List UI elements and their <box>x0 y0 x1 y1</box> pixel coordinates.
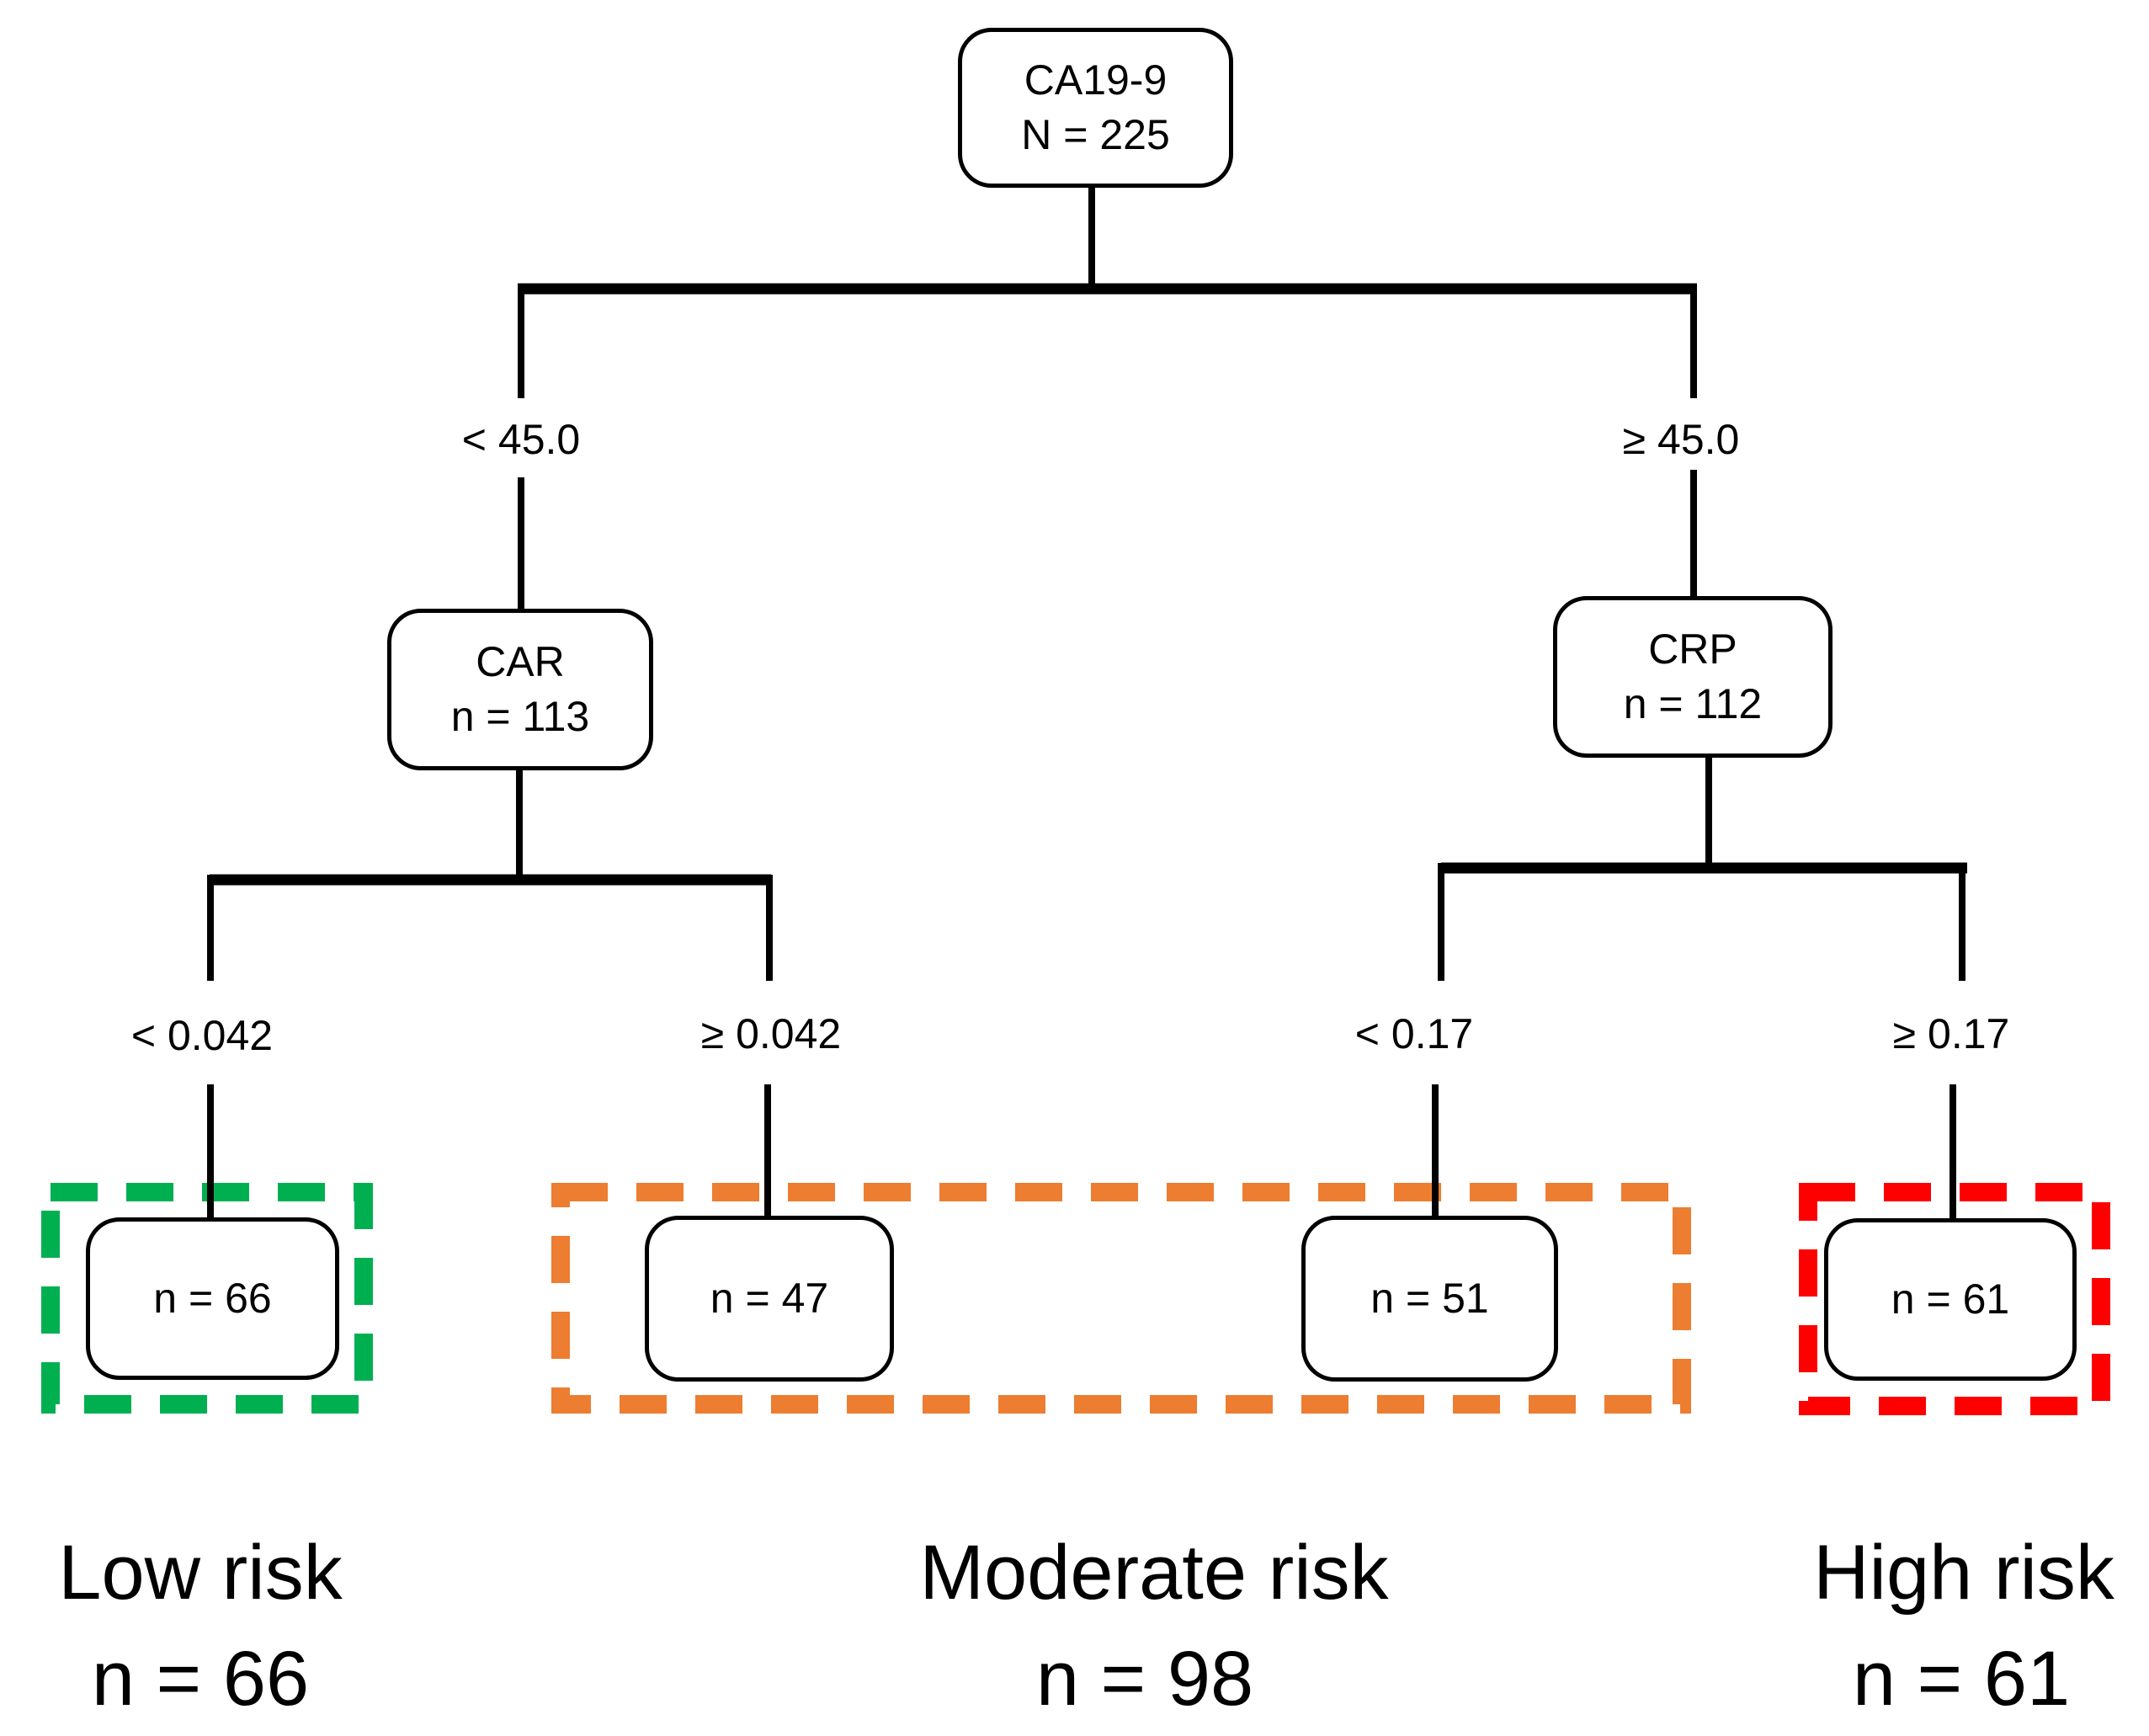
risk-label-moderate: Moderate risk <box>919 1530 1389 1616</box>
branch-label-car-ge: ≥ 0.042 <box>700 1010 842 1057</box>
leaf-n51-count: n = 51 <box>1370 1275 1489 1322</box>
node-car-count: n = 113 <box>450 693 590 740</box>
leaf-node-n66: n = 66 <box>86 1217 339 1380</box>
node-ca19-9-count: N = 225 <box>1021 111 1170 158</box>
leaf-n61-count: n = 61 <box>1891 1275 2010 1323</box>
high-risk-group-outline <box>1799 1183 2110 1415</box>
leaf-node-n61: n = 61 <box>1824 1218 2077 1381</box>
node-crp-count: n = 112 <box>1623 680 1763 727</box>
branch-label-crp-ge: ≥ 0.17 <box>1892 1010 2010 1057</box>
node-car-title: CAR <box>476 638 565 685</box>
branch-label-crp-lt: < 0.17 <box>1354 1010 1474 1057</box>
moderate-risk-group-outline <box>551 1183 1691 1414</box>
node-crp: CRP n = 112 <box>1553 596 1833 758</box>
leaf-n47-count: n = 47 <box>710 1275 829 1322</box>
risk-count-high: n = 61 <box>1852 1636 2071 1722</box>
risk-count-moderate: n = 98 <box>1035 1636 1254 1722</box>
node-car: CAR n = 113 <box>387 609 653 770</box>
risk-label-high: High risk <box>1813 1530 2114 1616</box>
node-crp-title: CRP <box>1648 626 1737 673</box>
risk-count-low: n = 66 <box>91 1636 310 1722</box>
node-ca19-9-title: CA19-9 <box>1024 56 1168 104</box>
risk-label-low: Low risk <box>58 1530 343 1616</box>
leaf-n66-count: n = 66 <box>153 1275 272 1322</box>
branch-label-ca19-lt: < 45.0 <box>461 416 581 463</box>
leaf-node-n47: n = 47 <box>645 1216 894 1382</box>
branch-label-ca19-ge: ≥ 45.0 <box>1622 416 1740 463</box>
node-ca19-9: CA19-9 N = 225 <box>958 28 1233 188</box>
branch-label-car-lt: < 0.042 <box>130 1012 274 1059</box>
leaf-node-n51: n = 51 <box>1301 1216 1558 1382</box>
